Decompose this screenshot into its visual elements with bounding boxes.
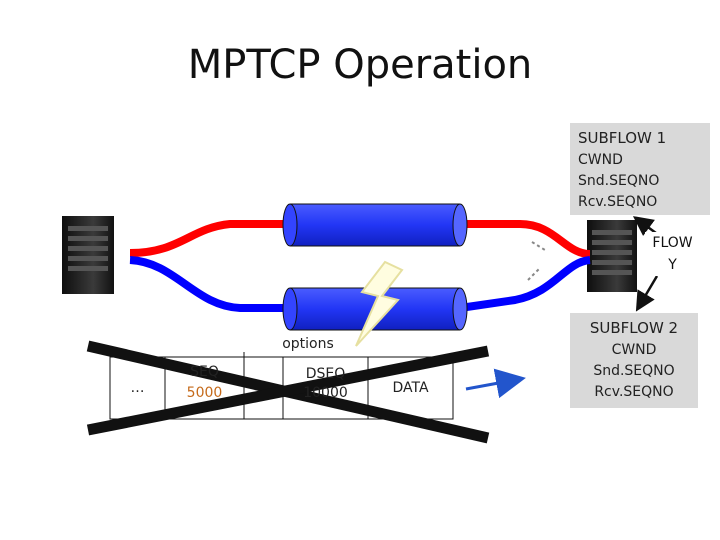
flow-label-line2: Y bbox=[668, 257, 677, 273]
subflow2-rcv-seqno: Rcv.SEQNO bbox=[594, 383, 674, 400]
options-label: options bbox=[282, 336, 334, 352]
dseq-label: DSEQ bbox=[305, 366, 346, 382]
subflow2-blue-pipe bbox=[129, 256, 591, 312]
subflow1-dash bbox=[531, 241, 546, 251]
flow-y-label: FLOW Y bbox=[645, 232, 700, 276]
seq-label: SEQ bbox=[190, 364, 219, 380]
flow-label-line1: FLOW bbox=[652, 235, 693, 251]
left-server-icon bbox=[62, 216, 114, 294]
subflow2-snd-seqno: Snd.SEQNO bbox=[593, 362, 675, 379]
data-cell: DATA bbox=[392, 380, 429, 396]
subflow2-dash bbox=[527, 267, 541, 281]
ellipsis-cell: … bbox=[130, 380, 145, 396]
right-server-icon bbox=[587, 220, 637, 292]
subflow2-info-box: SUBFLOW 2 CWND Snd.SEQNO Rcv.SEQNO bbox=[570, 313, 698, 408]
data-direction-arrow bbox=[465, 368, 526, 399]
seq-value: 5000 bbox=[186, 385, 223, 401]
subflow1-info-box: SUBFLOW 1 CWND Snd.SEQNO Rcv.SEQNO bbox=[570, 123, 710, 215]
subflow1-snd-seqno: Snd.SEQNO bbox=[578, 172, 660, 189]
subflow1-cwnd: CWND bbox=[578, 151, 623, 168]
lightning-bolt-icon bbox=[355, 260, 404, 347]
slide-title: MPTCP Operation bbox=[187, 42, 533, 88]
dseq-value: 10000 bbox=[303, 385, 348, 401]
cross-out-line-2 bbox=[86, 345, 490, 436]
subflow1-cylinder bbox=[282, 203, 468, 247]
arrow-to-subflow2 bbox=[635, 275, 659, 312]
subflow1-header: SUBFLOW 1 bbox=[578, 129, 667, 147]
subflow1-red-pipe bbox=[129, 220, 591, 258]
subflow2-header: SUBFLOW 2 bbox=[589, 319, 679, 337]
subflow1-rcv-seqno: Rcv.SEQNO bbox=[578, 193, 658, 210]
subflow2-cwnd: CWND bbox=[611, 341, 657, 358]
